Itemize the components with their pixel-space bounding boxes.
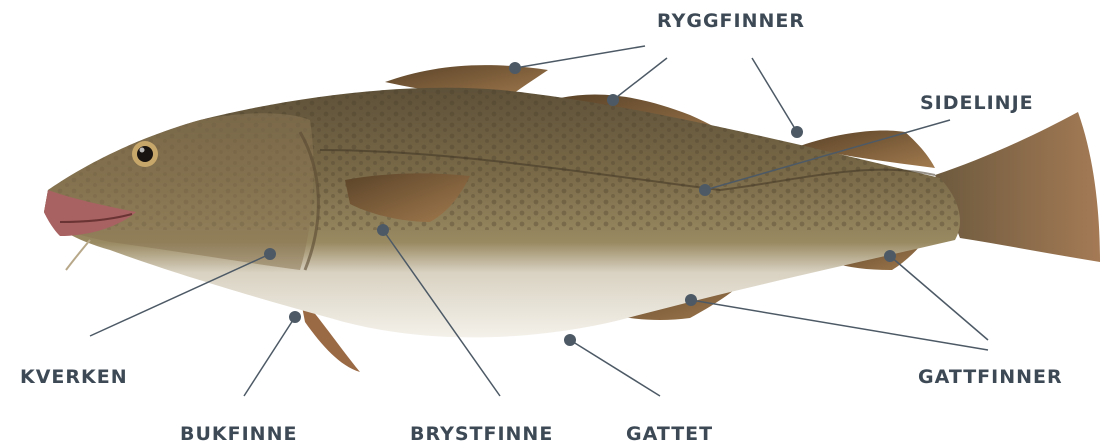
leader-line-bukfinne [244, 317, 295, 396]
leader-line-ryggfinner-1 [515, 46, 645, 68]
dot-ryggfinner-1 [509, 62, 521, 74]
label-gattfinner: GATTFINNER [918, 368, 1063, 387]
label-brystfinne: BRYSTFINNE [410, 425, 553, 444]
dot-brystfinne [377, 224, 389, 236]
leader-line-gattfinner-1 [890, 256, 988, 340]
leader-line-ryggfinner-2 [613, 58, 667, 100]
label-ryggfinner: RYGGFINNER [657, 12, 805, 31]
dot-gattet [564, 334, 576, 346]
leader-line-gattfinner-2 [691, 300, 988, 350]
label-bukfinne: BUKFINNE [180, 425, 297, 444]
dot-sidelinje [699, 184, 711, 196]
dot-gattfinner-1 [884, 250, 896, 262]
dot-kverken [264, 248, 276, 260]
label-gattet: GATTET [626, 425, 713, 444]
leader-line-ryggfinner-3 [752, 58, 797, 132]
leader-line-gattet [570, 340, 660, 396]
fish-barbel [66, 240, 90, 270]
label-sidelinje: SIDELINJE [920, 94, 1034, 113]
dot-gattfinner-2 [685, 294, 697, 306]
dot-bukfinne [289, 311, 301, 323]
tail-fin [935, 112, 1100, 262]
label-kverken: KVERKEN [20, 368, 128, 387]
dot-ryggfinner-2 [607, 94, 619, 106]
dot-ryggfinner-3 [791, 126, 803, 138]
